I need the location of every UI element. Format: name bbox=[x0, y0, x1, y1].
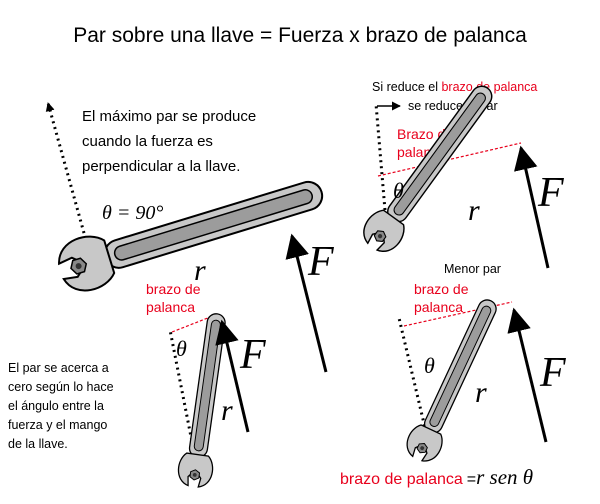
page-title: Par sobre una llave = Fuerza x brazo de … bbox=[73, 24, 527, 47]
main-description-line-2: cuando la fuerza es bbox=[82, 133, 213, 150]
formula-equals: = bbox=[467, 471, 476, 488]
bottom-right-f-label: F bbox=[539, 350, 566, 396]
top-right-direction-line bbox=[374, 103, 388, 223]
bottom-right-lever-label: brazo de palanca bbox=[414, 281, 472, 315]
formula-expression: r sen θ bbox=[476, 465, 533, 489]
bottom-left-theta-label: θ bbox=[176, 336, 187, 361]
top-right-panel: Si reduce el brazo de palanca se reduce … bbox=[356, 76, 564, 269]
bottom-left-lever-label: brazo de palanca bbox=[146, 281, 204, 315]
bottom-left-f-label: F bbox=[239, 332, 266, 378]
bottom-left-panel: brazo de palanca θ r F El par se acerca … bbox=[8, 281, 266, 490]
bottom-right-r-label: r bbox=[475, 376, 487, 409]
bottom-left-description: El par se acerca a cero según lo hace el… bbox=[8, 361, 117, 451]
bottom-right-theta-label: θ bbox=[424, 353, 435, 378]
bottom-right-force-arrow bbox=[507, 307, 548, 443]
main-description-line-1: El máximo par se produce bbox=[82, 108, 256, 125]
main-f-label: F bbox=[307, 239, 334, 285]
main-wrench bbox=[52, 165, 331, 298]
main-r-label: r bbox=[194, 254, 206, 287]
main-force-arrow bbox=[285, 233, 328, 373]
formula-text: brazo de palanca=r sen θ bbox=[340, 465, 533, 489]
bottom-right-direction-line bbox=[397, 317, 428, 433]
bottom-right-wrench bbox=[401, 292, 507, 467]
bottom-left-r-label: r bbox=[221, 394, 233, 427]
top-right-f-label: F bbox=[537, 170, 564, 216]
top-right-theta-label: θ bbox=[393, 178, 404, 203]
top-right-r-label: r bbox=[468, 194, 480, 227]
bottom-right-panel: Menor par brazo de palanca θ r F bbox=[397, 262, 566, 467]
main-panel: El máximo par se produce cuando la fuerz… bbox=[45, 102, 334, 373]
main-description-line-3: perpendicular a la llave. bbox=[82, 158, 240, 175]
main-description: El máximo par se produce cuando la fuerz… bbox=[82, 108, 260, 175]
bottom-right-heading: Menor par bbox=[444, 262, 501, 276]
top-right-note-line-1: Si reduce el brazo de palanca bbox=[372, 80, 537, 94]
bottom-left-force-arrow bbox=[215, 319, 250, 433]
top-right-lever-line bbox=[377, 142, 522, 177]
main-angle-label: θ = 90° bbox=[102, 202, 163, 224]
formula-label: brazo de palanca bbox=[340, 471, 463, 488]
top-right-force-arrow bbox=[514, 145, 550, 269]
lever-arm-formula: brazo de palanca=r sen θ bbox=[340, 465, 533, 489]
bottom-left-direction-line bbox=[168, 329, 196, 453]
